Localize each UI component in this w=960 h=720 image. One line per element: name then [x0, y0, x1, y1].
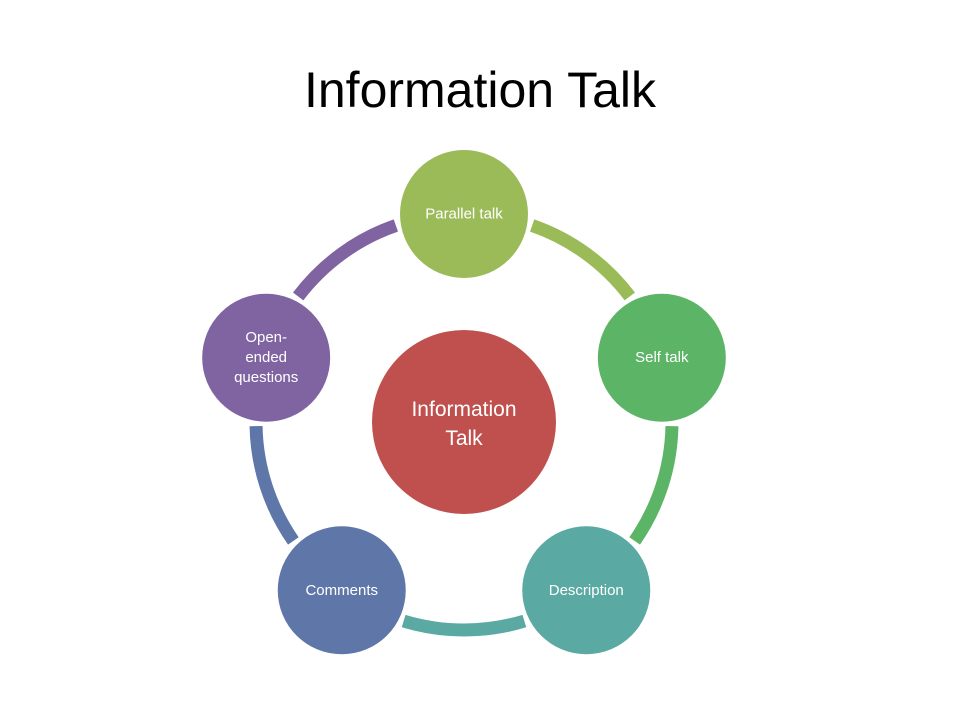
node-self-label: Self talk: [635, 349, 689, 366]
node-self: Self talk: [597, 293, 726, 422]
connector-arc-open: [292, 219, 399, 301]
node-open-label: questions: [234, 369, 298, 386]
node-comments-label: Comments: [305, 582, 378, 599]
node-open-label: ended: [245, 349, 287, 366]
connector-arcs: [249, 219, 679, 637]
node-circle-parallel: [400, 150, 528, 278]
node-circle-description: [522, 526, 651, 655]
connector-arc-parallel: [529, 219, 636, 301]
node-comments: Comments: [277, 526, 406, 655]
node-circle-open: [202, 293, 331, 422]
connector-arc-self: [629, 425, 679, 545]
node-circle-comments: [277, 526, 406, 655]
connector-arc-description: [401, 614, 527, 637]
connector-arc-comments: [249, 425, 299, 545]
center-node-label: Talk: [445, 427, 483, 450]
node-circle-self: [597, 293, 726, 422]
node-parallel: Parallel talk: [400, 150, 528, 278]
node-parallel-label: Parallel talk: [425, 206, 503, 223]
node-description-label: Description: [549, 582, 624, 599]
node-open: Open-ended questions: [202, 293, 331, 422]
center-node-label: Information: [411, 398, 516, 421]
node-open-label: Open-: [245, 329, 287, 346]
slide-title: Information Talk: [303, 62, 657, 118]
node-description: Description: [522, 526, 651, 655]
center-circle: [372, 330, 556, 514]
